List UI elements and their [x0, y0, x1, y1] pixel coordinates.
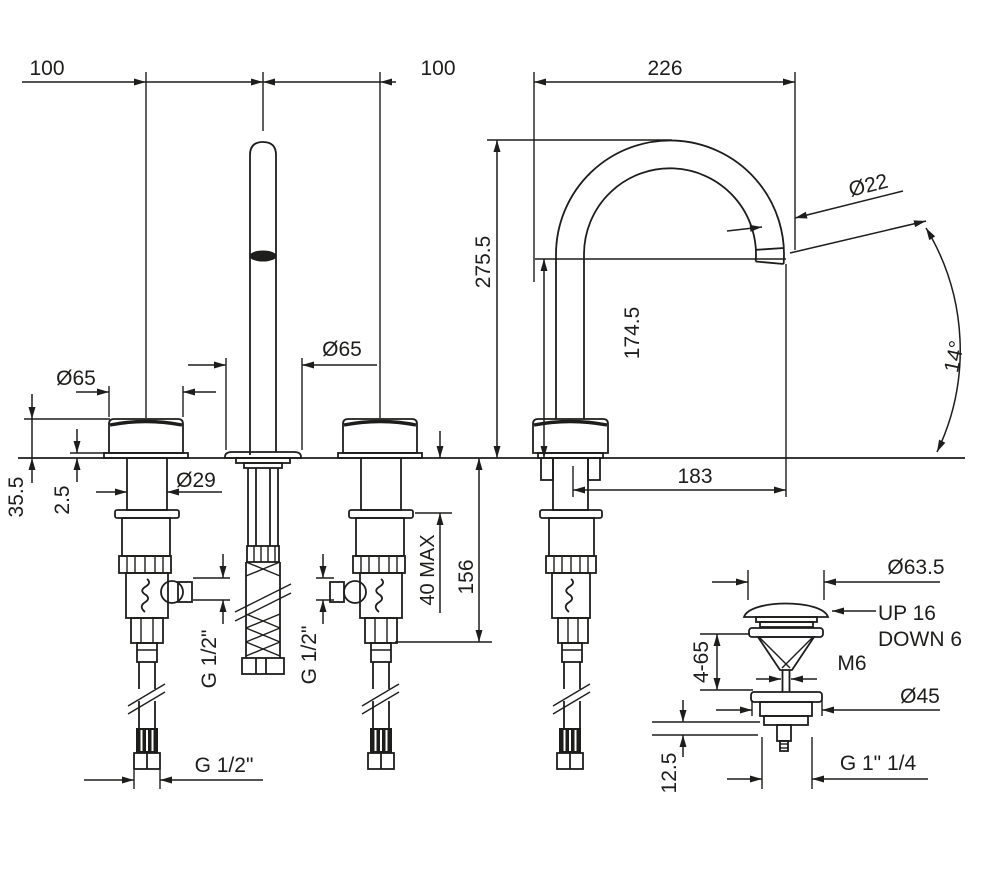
left-handle-view	[103, 418, 193, 770]
dim-g12-left: G 1/2"	[193, 554, 230, 688]
dim-label-g114: G 1" 1/4	[840, 752, 917, 775]
dim-174-5: 174.5	[535, 258, 786, 458]
hose-break-mark	[127, 683, 166, 707]
dim-g12-bottom: G 1/2"	[84, 754, 263, 789]
faucet-side-view	[532, 139, 785, 770]
dim-o45: Ø45	[716, 685, 940, 716]
valve-thread-mark	[140, 578, 150, 613]
dim-label-226: 226	[647, 57, 682, 80]
dim-label-o65-mid: Ø65	[322, 338, 362, 361]
dim-g12-mid: G 1/2"	[298, 554, 334, 684]
dim-o65-mid: Ø65	[188, 338, 377, 450]
dim-label-o45: Ø45	[900, 685, 940, 708]
dim-35-5: 35.5	[5, 394, 110, 517]
dim-label-down6: DOWN 6	[878, 628, 962, 651]
valve-thread-mark	[374, 578, 384, 613]
dim-label-100-right: 100	[420, 57, 455, 80]
dim-label-o29: Ø29	[176, 469, 216, 492]
dim-g114: G 1" 1/4	[727, 737, 928, 789]
dim-2-5: 2.5	[51, 429, 107, 515]
dim-o63-5: Ø63.5	[712, 556, 945, 600]
dim-label-g12-mid: G 1/2"	[298, 626, 321, 685]
dim-o29: Ø29	[96, 469, 222, 496]
hose-break-mark	[552, 683, 591, 707]
valve-thread-mark	[564, 578, 574, 613]
drain-assembly	[742, 602, 830, 752]
dim-label-4-65: 4-65	[690, 641, 713, 683]
dim-label-2-5: 2.5	[51, 485, 74, 514]
hose-break-mark	[234, 583, 292, 613]
spout-front-view	[224, 141, 302, 675]
hose-break-mark	[361, 683, 400, 707]
dim-label-40max: 40 MAX	[417, 534, 439, 605]
dim-label-m6: M6	[837, 652, 866, 675]
aerator-window	[249, 250, 277, 262]
dim-label-14deg: 14°	[940, 339, 969, 375]
dim-o65-left: Ø65	[56, 367, 216, 417]
side-handle-view	[329, 418, 423, 770]
dim-183: 183	[572, 264, 787, 497]
dim-label-275-5: 275.5	[472, 236, 495, 289]
dim-label-174-5: 174.5	[621, 307, 644, 360]
dim-4-65: 4-65	[690, 633, 753, 691]
dim-label-156: 156	[455, 559, 478, 594]
dim-14deg: 14°	[789, 220, 969, 453]
dim-label-o63-5: Ø63.5	[887, 556, 944, 579]
dim-m6: M6	[756, 652, 867, 683]
dim-o22: Ø22	[726, 170, 904, 232]
dim-label-g12-left: G 1/2"	[198, 630, 221, 689]
dim-label-o65-left: Ø65	[56, 367, 96, 390]
dim-label-up16: UP 16	[878, 602, 936, 625]
dim-40max: 40 MAX	[415, 431, 452, 613]
dim-label-12-5: 12.5	[658, 753, 681, 794]
dim-label-35-5: 35.5	[5, 477, 28, 518]
dim-up16-down6: UP 16 DOWN 6	[832, 602, 962, 651]
dim-label-100-left: 100	[29, 57, 64, 80]
dim-label-183: 183	[677, 465, 712, 488]
dim-12-5: 12.5	[652, 700, 760, 793]
dim-label-o22: Ø22	[846, 170, 890, 202]
dim-275-5: 275.5	[472, 139, 672, 458]
dim-226: 226	[533, 57, 796, 282]
dim-label-g12-bottom: G 1/2"	[195, 754, 254, 777]
dim-100-100: 100 100	[22, 57, 456, 418]
dim-156: 156	[395, 458, 492, 643]
